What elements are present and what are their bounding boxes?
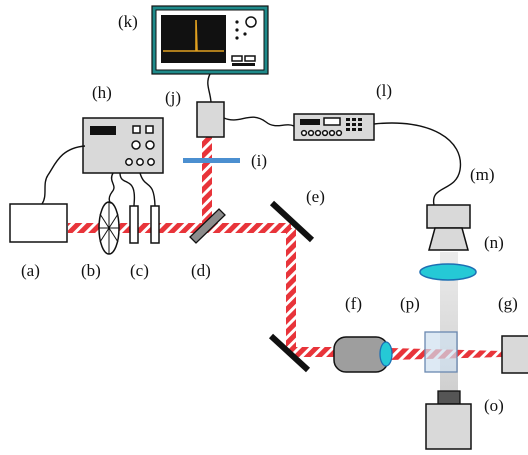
side-detector [501,335,528,374]
laser-beam-segment [291,347,336,357]
mirror-icon [269,200,315,243]
label-m: (m) [470,165,495,184]
label-p: (p) [400,294,420,313]
optical-plate-1 [129,205,139,244]
laser-beam-segment [286,228,296,352]
label-c: (c) [130,261,149,280]
label-k: (k) [118,12,138,31]
controller-unit [82,117,164,174]
label-n: (n) [484,233,504,252]
label-a: (a) [21,261,40,280]
sample-cell [424,331,458,373]
label-h: (h) [92,83,112,102]
label-f: (f) [345,294,362,313]
label-o: (o) [484,396,504,415]
beam-splitter [189,208,226,244]
component-labels: (a) (b) (c) (d) (e) (f) (g) (h) (i) (j) … [21,12,518,415]
laser-beam-segment [202,137,212,228]
optical-plate-2 [150,205,160,244]
oscilloscope-icon [151,5,269,75]
objective-lens [333,336,393,373]
photodetector [196,101,225,138]
label-j: (j) [165,88,181,107]
label-g: (g) [498,294,518,313]
focusing-lens [419,263,477,281]
label-d: (d) [191,261,211,280]
laser-beam-segment [207,223,291,233]
label-b: (b) [81,261,101,280]
chopper-wheel-icon [98,201,120,255]
light-source [426,204,471,251]
optical-filter [183,158,240,163]
label-i: (i) [251,151,267,170]
mirror-icon [268,333,311,373]
label-e: (e) [306,187,325,206]
label-l: (l) [376,81,392,100]
lock-in-amplifier [293,113,375,141]
laser-source-box [9,203,68,243]
signal-cables [41,73,462,207]
camera [425,390,472,450]
